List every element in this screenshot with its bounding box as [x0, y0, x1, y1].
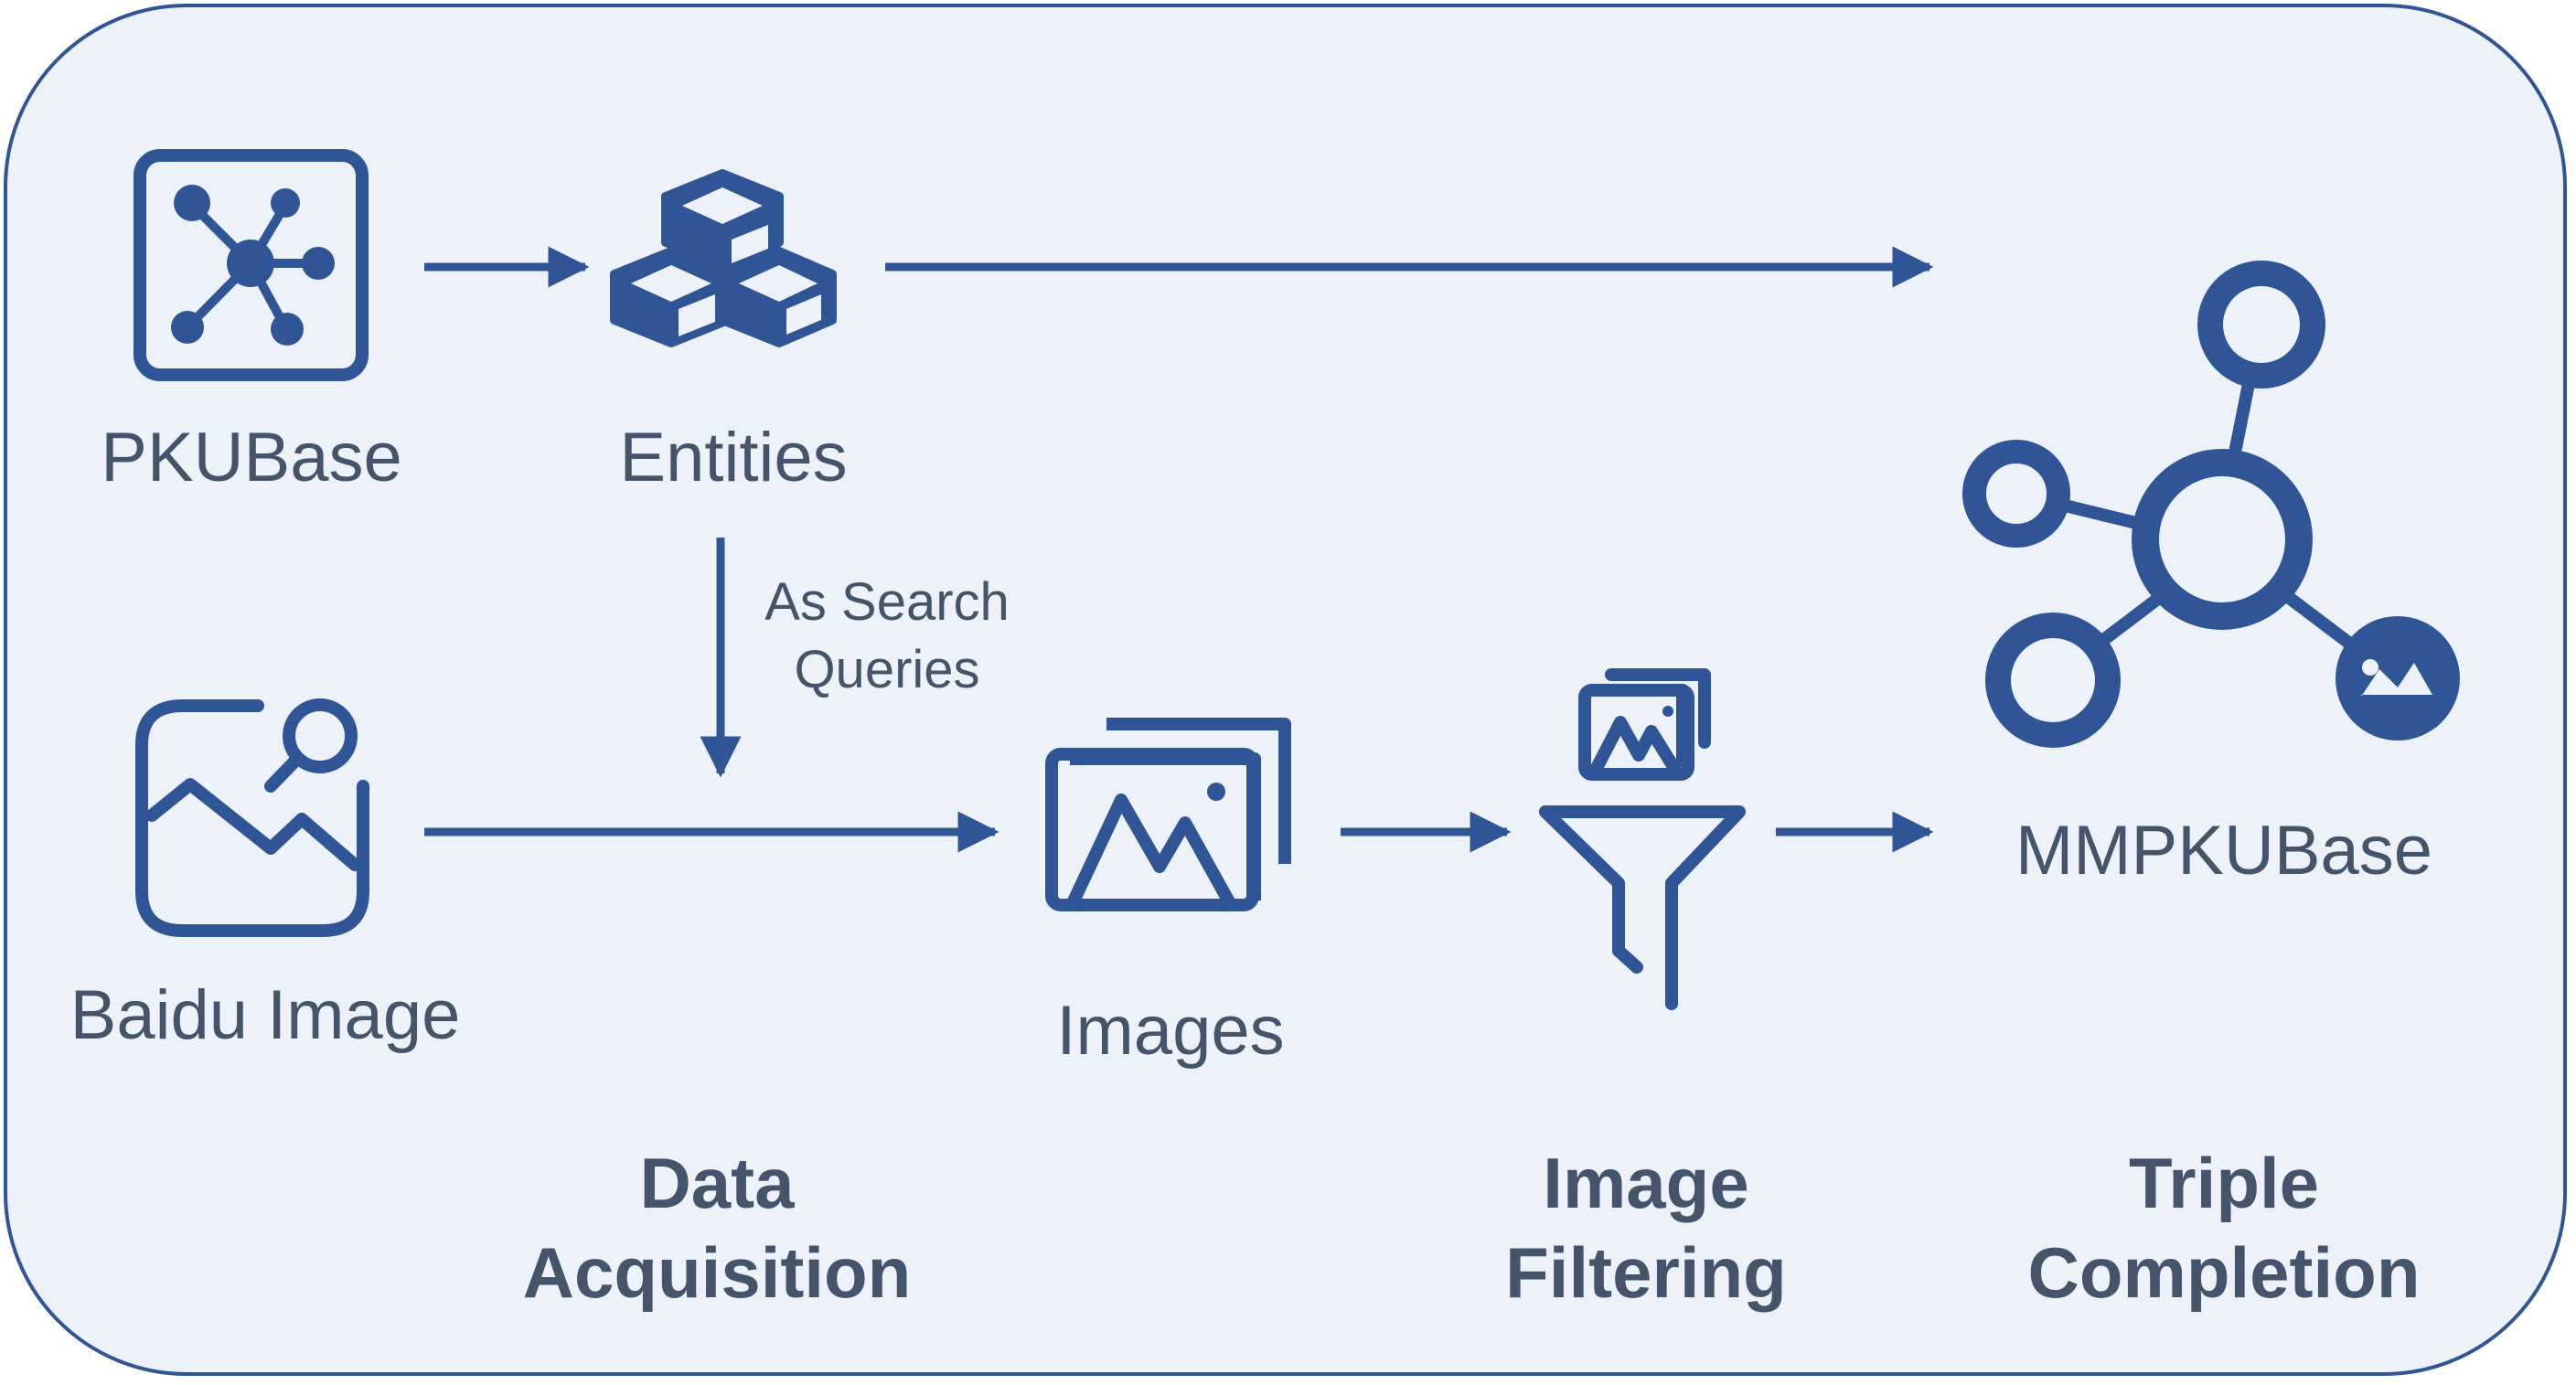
search-queries-label: As Search Queries: [764, 569, 1010, 704]
diagram-frame: [4, 4, 2567, 1376]
image-stack-icon: [1045, 718, 1291, 911]
stage-data-acquisition-line2: Acquisition: [522, 1232, 912, 1313]
stage-image-filtering-line1: Image: [1543, 1143, 1749, 1223]
cubes-icon: [610, 169, 837, 347]
multimodal-graph-icon: [1962, 261, 2460, 748]
search-queries-line2: Queries: [794, 640, 980, 699]
stage-triple-completion: Triple Completion: [2028, 1138, 2421, 1317]
baidu-image-label: Baidu Image: [69, 976, 461, 1054]
entities-label: Entities: [619, 419, 848, 496]
mmpkubase-label: MMPKUBase: [2015, 812, 2433, 890]
stage-image-filtering: Image Filtering: [1505, 1138, 1787, 1317]
stage-data-acquisition: Data Acquisition: [523, 1138, 912, 1317]
stage-triple-completion-line2: Completion: [2027, 1232, 2421, 1313]
search-queries-line1: As Search: [764, 572, 1010, 632]
image-search-icon: [135, 698, 369, 937]
stage-data-acquisition-line1: Data: [639, 1143, 795, 1223]
funnel-filter-icon: [1539, 668, 1746, 1010]
pkubase-label: PKUBase: [101, 419, 402, 496]
stage-triple-completion-line1: Triple: [2128, 1143, 2320, 1223]
knowledge-graph-box-icon: [134, 149, 369, 381]
stage-image-filtering-line2: Filtering: [1505, 1232, 1787, 1313]
images-label: Images: [1056, 992, 1285, 1070]
